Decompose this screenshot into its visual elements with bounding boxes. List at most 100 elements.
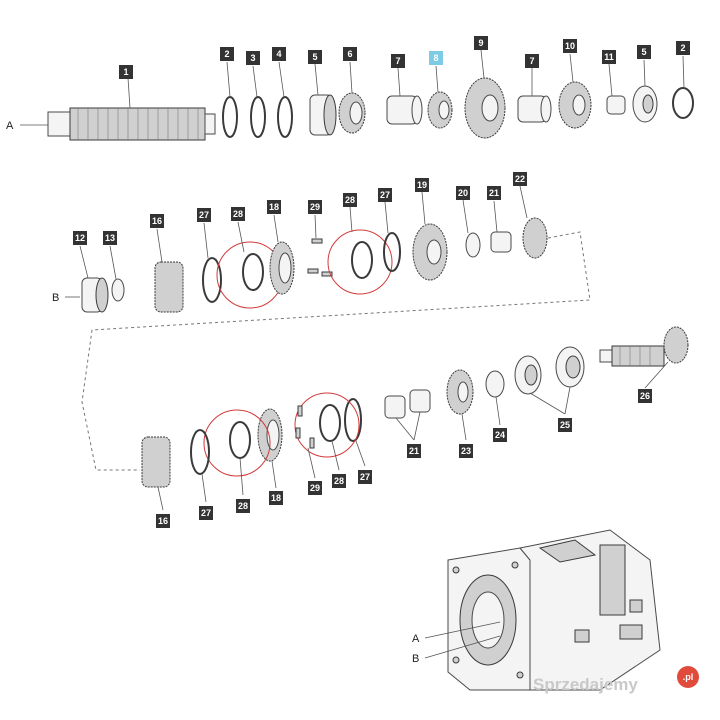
svg-text:23: 23 (461, 446, 471, 456)
watermark-logo: Sprzedajemy .pl (533, 666, 699, 694)
svg-text:18: 18 (271, 493, 281, 503)
part-label-16-second: 16 (156, 514, 170, 528)
part-label-27-second: 27 (378, 188, 392, 202)
part-label-29-second: 29 (308, 481, 322, 495)
svg-text:16: 16 (158, 516, 168, 526)
svg-text:7: 7 (529, 56, 534, 66)
part-label-26: 26 (638, 389, 652, 403)
svg-text:18: 18 (269, 202, 279, 212)
part-label-28-third: 28 (236, 499, 250, 513)
connector-letter-a-housing: A (412, 633, 420, 645)
bushing-part-21 (490, 231, 512, 253)
washer-part-11 (606, 95, 626, 115)
part-label-9: 9 (474, 36, 488, 50)
part-label-6: 6 (343, 47, 357, 61)
part-label-12: 12 (73, 231, 87, 245)
spring-ring-part-28-fourth (229, 421, 251, 459)
bearing-part-5-second (632, 85, 658, 123)
svg-text:6: 6 (347, 49, 352, 59)
part-label-3: 3 (246, 51, 260, 65)
svg-text:29: 29 (310, 483, 320, 493)
svg-text:28: 28 (345, 195, 355, 205)
snap-ring-part-2-second (672, 87, 694, 119)
dashed-connection-path (81, 231, 591, 471)
part-label-11: 11 (602, 50, 616, 64)
part-label-18: 18 (267, 200, 281, 214)
output-shaft-part-26 (599, 326, 689, 367)
svg-text:16: 16 (152, 216, 162, 226)
part-label-27: 27 (197, 208, 211, 222)
part-label-4: 4 (272, 47, 286, 61)
spring-ring-part-28 (242, 253, 264, 291)
part-label-5: 5 (308, 50, 322, 64)
bearing-part-12 (81, 277, 109, 313)
part-label-27-third: 27 (199, 506, 213, 520)
svg-text:4: 4 (276, 49, 281, 59)
svg-text:21: 21 (409, 446, 419, 456)
part-label-10: 10 (563, 39, 577, 53)
nut-part-13 (111, 278, 125, 302)
spring-ring-part-28-third (319, 404, 341, 442)
svg-text:27: 27 (199, 210, 209, 220)
svg-text:5: 5 (641, 47, 646, 57)
part-label-2: 2 (220, 47, 234, 61)
watermark-brand: Sprzedajemy (533, 675, 638, 694)
part-label-21-second: 21 (407, 444, 421, 458)
sleeve-part-7-second (517, 95, 552, 123)
row2-leaders (79, 185, 528, 280)
gearbox-housing (424, 529, 661, 691)
svg-text:9: 9 (478, 38, 483, 48)
pins-part-29 (307, 238, 333, 277)
gear-part-10 (558, 81, 592, 129)
connector-letter-b-housing: B (412, 653, 419, 665)
svg-text:19: 19 (417, 180, 427, 190)
svg-text:13: 13 (105, 233, 115, 243)
bearing-part-25-right (555, 346, 585, 388)
svg-text:27: 27 (380, 190, 390, 200)
red-circle-part-28-lower-right (294, 392, 360, 458)
gear-part-19 (412, 223, 448, 281)
part-label-1: 1 (119, 65, 133, 79)
spring-ring-part-28-second (351, 241, 373, 279)
part-label-16: 16 (150, 214, 164, 228)
ring-part-4 (277, 96, 293, 138)
spacer-part-24 (485, 370, 505, 398)
gear-part-16 (154, 261, 184, 313)
synchronizer-part-18 (269, 241, 295, 295)
part-label-22: 22 (513, 172, 527, 186)
bearing-part-5 (309, 94, 337, 136)
pins-part-29-second (295, 405, 315, 449)
svg-text:3: 3 (250, 53, 255, 63)
svg-text:25: 25 (560, 420, 570, 430)
svg-text:28: 28 (334, 476, 344, 486)
part-label-27-fourth: 27 (358, 470, 372, 484)
part-labels: 1 2 3 4 5 6 7 8 9 7 10 11 5 2 12 13 16 2… (73, 36, 690, 528)
gear-part-22 (522, 217, 548, 259)
row3-leaders (157, 361, 669, 511)
svg-text:21: 21 (489, 188, 499, 198)
gear-part-23 (446, 369, 474, 415)
part-label-19: 19 (415, 178, 429, 192)
sleeve-part-7 (386, 95, 423, 125)
svg-text:7: 7 (395, 56, 400, 66)
svg-text:2: 2 (680, 43, 685, 53)
watermark-dot-icon (677, 666, 699, 688)
bushing-part-21-right (409, 389, 431, 413)
part-label-20: 20 (456, 186, 470, 200)
part-label-7-second: 7 (525, 54, 539, 68)
part-label-5-second: 5 (637, 45, 651, 59)
ring-part-3 (250, 96, 266, 138)
washer-part-20 (465, 232, 481, 258)
svg-text:10: 10 (565, 41, 575, 51)
svg-text:24: 24 (495, 430, 505, 440)
red-circle-part-28-right (327, 229, 393, 295)
synchro-ring-part-27-second (383, 232, 401, 272)
svg-text:5: 5 (312, 52, 317, 62)
svg-text:12: 12 (75, 233, 85, 243)
part-label-28: 28 (231, 207, 245, 221)
part-label-2-second: 2 (676, 41, 690, 55)
watermark-suffix: .pl (683, 672, 694, 682)
svg-text:1: 1 (123, 67, 128, 77)
svg-text:8: 8 (433, 53, 438, 63)
part-label-29: 29 (308, 200, 322, 214)
